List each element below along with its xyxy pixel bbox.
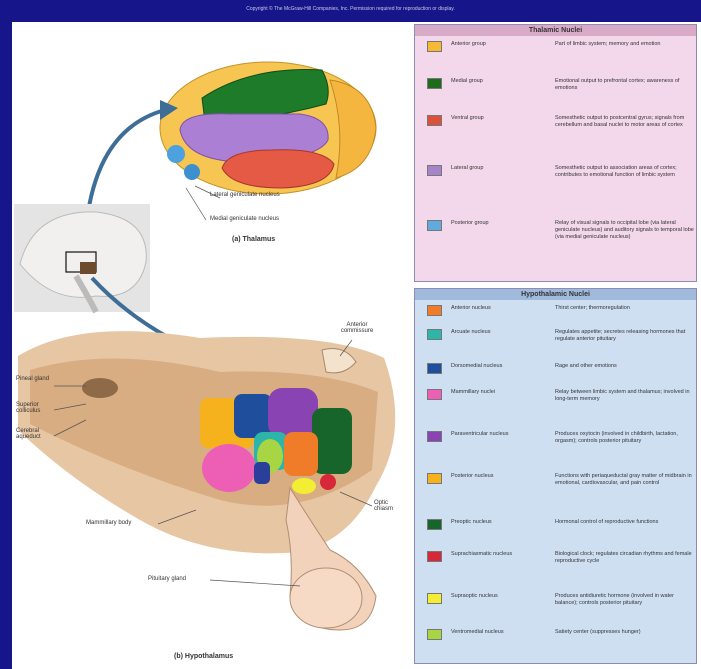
superior-colliculus-label: Superior colliculus: [16, 402, 56, 414]
nucleus-description: Produces antidiuretic hormone (involved …: [555, 593, 698, 607]
hypothalamic-nuclei-panel: Hypothalamic Nuclei Anterior nucleus Thir…: [414, 288, 697, 664]
nucleus-description: Satiety center (suppresses hunger): [555, 629, 698, 636]
thalamic-panel-title: Thalamic Nuclei: [415, 25, 696, 36]
color-swatch: [427, 220, 442, 231]
hypothalamic-panel-title: Hypothalamic Nuclei: [415, 289, 696, 300]
color-swatch: [427, 431, 442, 442]
color-swatch: [427, 329, 442, 340]
nucleus-description: Biological clock; regulates circadian rh…: [555, 551, 698, 565]
nucleus-name: Posterior group: [451, 220, 539, 227]
nucleus-name: Ventral group: [451, 115, 539, 122]
nucleus-name: Preoptic nucleus: [451, 519, 539, 526]
nucleus-name: Arcuate nucleus: [451, 329, 539, 336]
nucleus-name: Posterior nucleus: [451, 473, 539, 480]
nucleus-description: Regulates appetite; secretes releasing h…: [555, 329, 698, 343]
brain-sagittal-thumbnail: [14, 204, 150, 312]
hypothalamus-illustration: [18, 331, 395, 630]
color-swatch: [427, 165, 442, 176]
nucleus-name: Anterior nucleus: [451, 305, 539, 312]
hypothalamus-caption: (b) Hypothalamus: [174, 653, 233, 660]
nucleus-name: Supraoptic nucleus: [451, 593, 539, 600]
lateral-geniculate-label: Lateral geniculate nucleus: [210, 192, 280, 198]
thalamus-caption: (a) Thalamus: [232, 236, 275, 243]
color-swatch: [427, 629, 442, 640]
color-swatch: [427, 41, 442, 52]
nucleus-name: Lateral group: [451, 165, 539, 172]
color-swatch: [427, 115, 442, 126]
color-swatch: [427, 551, 442, 562]
cerebral-aqueduct-label: Cerebral aqueduct: [16, 428, 56, 440]
nucleus-description: Emotional output to prefrontal cortex; a…: [555, 78, 698, 92]
nucleus-name: Mammillary nuclei: [451, 389, 539, 396]
pituitary-gland-label: Pituitary gland: [148, 576, 186, 582]
nucleus-description: Thirst center; thermoregulation: [555, 305, 698, 312]
nucleus-name: Medial group: [451, 78, 539, 85]
nucleus-description: Produces oxytocin (involved in childbirt…: [555, 431, 698, 445]
color-swatch: [427, 78, 442, 89]
nucleus-name: Paraventricular nucleus: [451, 431, 539, 438]
nucleus-description: Hormonal control of reproductive functio…: [555, 519, 698, 526]
color-swatch: [427, 389, 442, 400]
nucleus-name: Suprachiasmatic nucleus: [451, 551, 539, 558]
anterior-commissure-label: Anterior commissure: [330, 322, 384, 334]
thalamus-illustration: [160, 62, 376, 194]
color-swatch: [427, 473, 442, 484]
nucleus-description: Somesthetic output to postcentral gyrus;…: [555, 115, 698, 129]
color-swatch: [427, 519, 442, 530]
thalamic-nuclei-panel: Thalamic Nuclei Anterior group Part of li…: [414, 24, 697, 282]
nucleus-description: Functions with periaqueductal gray matte…: [555, 473, 698, 487]
color-swatch: [427, 363, 442, 374]
mammillary-body-label: Mammillary body: [86, 520, 131, 526]
color-swatch: [427, 593, 442, 604]
color-swatch: [427, 305, 442, 316]
pineal-gland-label: Pineal gland: [16, 376, 56, 382]
nucleus-description: Somesthetic output to association areas …: [555, 165, 698, 179]
nucleus-description: Relay between limbic system and thalamus…: [555, 389, 698, 403]
nucleus-name: Ventromedial nucleus: [451, 629, 539, 636]
nucleus-name: Anterior group: [451, 41, 539, 48]
nucleus-name: Dorsomedial nucleus: [451, 363, 539, 370]
nucleus-description: Relay of visual signals to occipital lob…: [555, 220, 698, 241]
optic-chiasm-label: Optic chiasm: [374, 500, 404, 512]
medial-geniculate-label: Medial geniculate nucleus: [210, 216, 279, 222]
nucleus-description: Rage and other emotions: [555, 363, 698, 370]
nucleus-description: Part of limbic system; memory and emotio…: [555, 41, 698, 48]
